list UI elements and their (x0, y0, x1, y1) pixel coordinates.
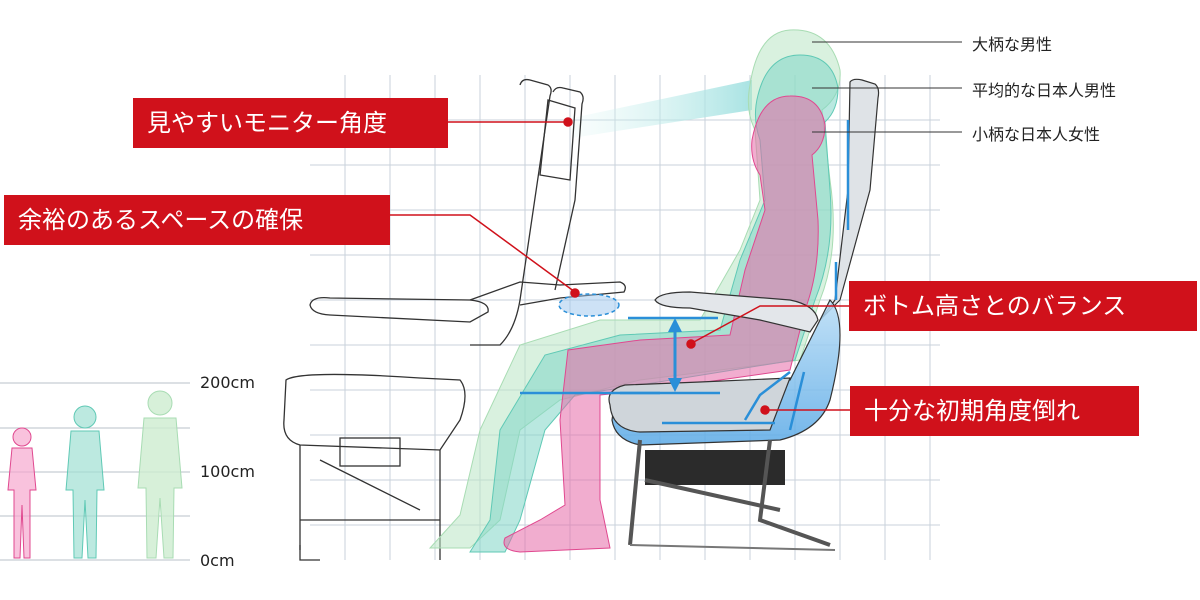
space-ellipse (558, 293, 620, 317)
scale-200cm: 200cm (200, 373, 255, 392)
callout-monitor-angle: 見やすいモニター角度 (133, 98, 448, 148)
figure-average-male (65, 405, 105, 559)
legend-large-male: 大柄な男性 (972, 35, 1053, 54)
legend-leaders (812, 41, 962, 133)
legend-small-female: 小柄な日本人女性 (972, 125, 1101, 144)
scale-100cm: 100cm (200, 462, 255, 481)
callout-leaders (390, 117, 855, 415)
callout-space: 余裕のあるスペースの確保 (4, 195, 390, 245)
scale-0cm: 0cm (200, 551, 235, 570)
legend-average-male: 平均的な日本人男性 (972, 81, 1117, 100)
figure-small-female (7, 427, 37, 559)
small-female-seated (503, 95, 826, 553)
figure-large-male (137, 390, 183, 559)
bottom-height-arrow (668, 318, 682, 392)
callout-bottom-height: ボトム高さとのバランス (849, 281, 1197, 331)
design-indicators (520, 120, 850, 431)
front-seat-outline (283, 78, 626, 561)
main-seat (608, 78, 880, 551)
callout-recline: 十分な初期角度倒れ (850, 386, 1139, 436)
monitor-view-beam (572, 80, 752, 138)
